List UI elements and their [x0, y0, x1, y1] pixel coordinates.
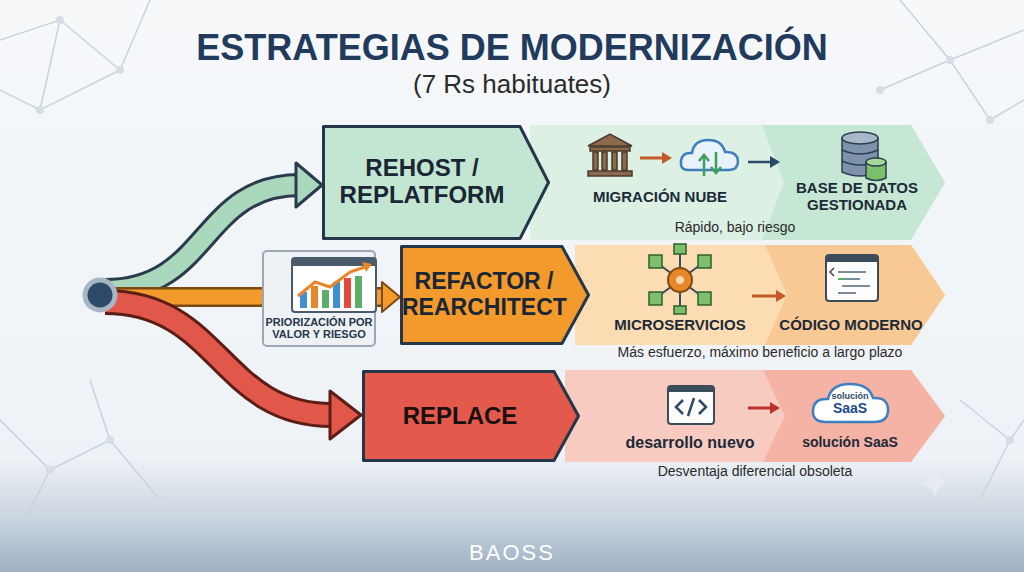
node-heading: REFACTOR / REARCHITECT: [402, 269, 566, 321]
strategy-box: REFACTOR / REARCHITECT: [400, 245, 590, 345]
flow-arrow: [752, 290, 786, 302]
code-document-icon: [826, 255, 878, 301]
database-icon: [842, 132, 886, 181]
node-heading: MICROSERVICIOS: [600, 317, 760, 334]
flow-arrow: [748, 402, 780, 414]
watermark: BAOSS: [412, 541, 612, 566]
strategy-box: REHOST / REPLATFORM: [322, 125, 550, 240]
flow-arrow: [640, 152, 672, 164]
node-text: solución SaaS: [775, 435, 925, 451]
chart-icon: [292, 258, 376, 312]
code-window-icon: [668, 386, 714, 424]
node-heading: desarrollo nuevo: [610, 434, 770, 452]
node-text: CÓDIGO MODERNO: [771, 317, 931, 334]
strategy-band: MIGRACIÓN NUBE BASE DE DATOS GESTIONADA Rá…: [530, 125, 945, 240]
node-text: Desventaja diferencial obsoleta: [595, 464, 915, 480]
network-nodes: [36, 16, 1014, 504]
start-point: [85, 280, 115, 310]
node-text: Rápido, bajo riesgo: [605, 220, 865, 236]
strategy-box: REPLACE: [362, 370, 580, 462]
icon-label: SaaS: [815, 401, 885, 417]
node-text: Más esfuerzo, máximo beneficio a largo p…: [570, 345, 950, 361]
node-heading: PRIORIZACIÓN POR VALOR Y RIESGO: [264, 316, 374, 341]
node-heading: REHOST / REPLATFORM: [332, 155, 512, 209]
node-heading: REPLACE: [370, 403, 550, 430]
network-decoration: [0, 0, 1024, 530]
saas-cloud-icon: [813, 384, 888, 422]
microservices-icon: [649, 244, 711, 314]
bank-icon: [588, 134, 632, 176]
node-text: BASE DE DATOS GESTIONADA: [787, 180, 927, 214]
connector-arrow: [375, 282, 400, 312]
sparkle: [922, 470, 948, 496]
icon-label: solución: [815, 391, 885, 401]
diagram-title: ESTRATEGIAS DE MODERNIZACIÓN: [132, 28, 892, 68]
flow-arrow: [748, 156, 780, 168]
cloud-icon: [681, 140, 738, 176]
node-heading: MIGRACIÓN NUBE: [580, 189, 740, 206]
subtitle: (7 Rs habituates): [312, 70, 712, 99]
